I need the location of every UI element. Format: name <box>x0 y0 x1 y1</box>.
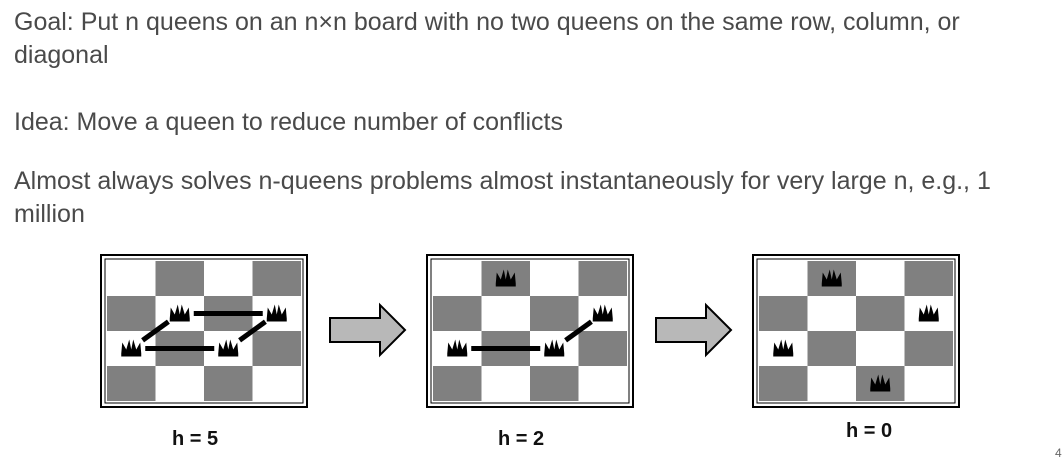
board-square <box>530 261 579 296</box>
board-square <box>759 261 808 296</box>
board-square <box>807 366 856 401</box>
board-square <box>155 261 204 296</box>
board-square <box>107 366 156 401</box>
arrow-2 <box>655 302 733 358</box>
board-square <box>433 366 482 401</box>
board-square <box>433 261 482 296</box>
board-square <box>107 296 156 331</box>
board-inner-frame <box>756 258 956 404</box>
goal-text: Goal: Put n queens on an n×n board with … <box>14 8 960 69</box>
board-square <box>578 331 627 366</box>
claim-text: Almost always solves n-queens problems a… <box>14 167 991 228</box>
board-square <box>252 331 301 366</box>
board-3 <box>752 254 960 408</box>
board-square <box>252 261 301 296</box>
board-square <box>904 366 953 401</box>
board-square <box>807 331 856 366</box>
board-square <box>856 296 905 331</box>
page-number: 4 <box>1055 446 1062 460</box>
board-square <box>530 296 579 331</box>
board-square <box>856 261 905 296</box>
board-square <box>807 261 856 296</box>
board-square <box>481 296 530 331</box>
board-square <box>107 261 156 296</box>
board-square <box>155 366 204 401</box>
board-square <box>759 331 808 366</box>
board-square <box>856 366 905 401</box>
board-square <box>204 366 253 401</box>
board-square <box>252 366 301 401</box>
conflict-line <box>564 319 593 343</box>
board-square <box>530 366 579 401</box>
conflict-line <box>141 319 170 343</box>
board-square <box>904 331 953 366</box>
board-square <box>904 296 953 331</box>
board-inner-frame <box>104 258 304 404</box>
board-2-caption: h = 2 <box>498 428 545 450</box>
board-square <box>578 261 627 296</box>
board-1 <box>100 254 308 408</box>
arrow-1 <box>329 302 407 358</box>
board-1-caption: h = 5 <box>172 428 219 450</box>
board-square <box>433 296 482 331</box>
board-square <box>578 366 627 401</box>
board-square <box>481 261 530 296</box>
idea-text: Idea: Move a queen to reduce number of c… <box>14 108 563 136</box>
board-square <box>204 261 253 296</box>
board-square <box>759 296 808 331</box>
board-square <box>904 261 953 296</box>
board-square <box>481 366 530 401</box>
board-square <box>807 296 856 331</box>
board-square <box>759 366 808 401</box>
board-3-caption: h = 0 <box>846 420 893 442</box>
board-2 <box>426 254 634 408</box>
board-inner-frame <box>430 258 630 404</box>
board-square <box>856 331 905 366</box>
conflict-line <box>238 319 267 343</box>
